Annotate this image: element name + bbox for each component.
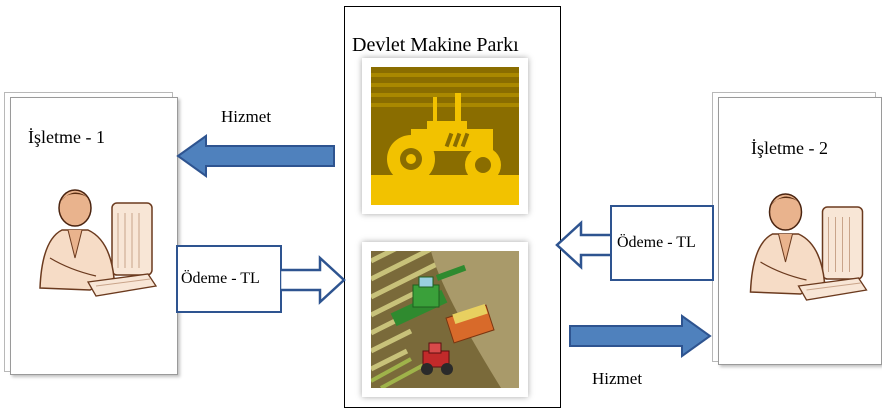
arrow-bottom-right-label: Hizmet — [592, 369, 643, 388]
person-computer-icon — [738, 182, 873, 312]
left-card-title: İşletme - 1 — [28, 127, 105, 147]
tractor-picture-frame — [362, 58, 528, 214]
arrow-top-right-label: Ödeme - TL — [617, 234, 696, 251]
arrow-right-outline-icon — [280, 255, 346, 305]
harvester-icon — [371, 251, 519, 388]
arrow-bottom-left-label: Ödeme - TL — [181, 270, 260, 287]
person-computer-icon — [30, 178, 160, 308]
arrow-right-icon — [568, 314, 712, 358]
payment-box-left — [176, 245, 282, 313]
arrow-left-icon — [176, 134, 336, 178]
right-card-title: İşletme - 2 — [751, 138, 828, 158]
arrow-top-left-label: Hizmet — [221, 107, 272, 126]
payment-box-right — [610, 205, 714, 281]
harvester-picture-frame — [362, 242, 528, 397]
center-title: Devlet Makine Parkı — [352, 34, 519, 56]
tractor-icon — [371, 67, 519, 205]
